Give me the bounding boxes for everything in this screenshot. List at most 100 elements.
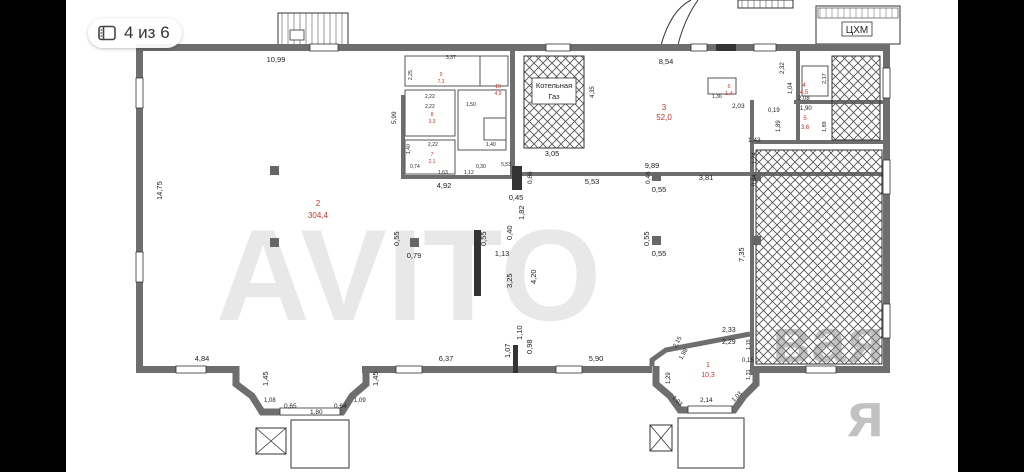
- room-2-id: 2: [316, 199, 321, 208]
- dim-label: 3,81: [699, 173, 714, 182]
- dim-label: 0,55: [652, 185, 667, 194]
- dim-label: 1,09: [354, 398, 366, 404]
- dim-label: 0,55: [479, 231, 488, 246]
- dim-label: 5,53: [501, 162, 511, 168]
- dim-label: 0,55: [392, 231, 401, 246]
- dim-label: 4,20: [529, 269, 538, 284]
- dim-label: 1,43: [748, 137, 761, 144]
- room-10-area: 4,9: [495, 91, 502, 97]
- dim-label: 4,92: [437, 181, 452, 190]
- dim-label: 1,45: [261, 371, 270, 386]
- room-2-area: 304,4: [308, 211, 329, 220]
- dim-label: 0,55: [642, 231, 651, 246]
- chxm-label: ЦХМ: [846, 25, 868, 36]
- dim-label: 3,05: [545, 149, 560, 158]
- floor-plan-drawing: AVITO: [135, 0, 901, 469]
- room-1-area: 10,3: [701, 372, 715, 379]
- dim-label: 5,99: [391, 111, 398, 124]
- bay-window-left: [232, 366, 370, 469]
- boiler-room-sub-label: Газ: [548, 92, 560, 101]
- room-7-area: 2,1: [429, 159, 436, 165]
- dim-label: 1,29: [666, 372, 672, 384]
- dim-label: 4,35: [590, 86, 596, 98]
- dim-label: 5,90: [589, 354, 604, 363]
- dim-label: 0,19: [768, 108, 780, 114]
- bay-window-right: [649, 331, 760, 469]
- dim-label: 2,22: [425, 104, 435, 110]
- dim-label: 6,37: [439, 354, 454, 363]
- floor-plan-image[interactable]: AVITO: [66, 0, 958, 472]
- dim-label: 0,46: [645, 171, 652, 184]
- dim-label: 14,75: [155, 181, 164, 200]
- dim-label: 0,74: [410, 164, 420, 170]
- dim-label: 1,45: [371, 371, 380, 386]
- room-9-area: 7,3: [438, 79, 445, 85]
- dim-label: 1,13: [495, 249, 510, 258]
- dim-label: 1,40: [486, 142, 496, 148]
- dim-label: 1,15: [746, 339, 752, 350]
- room-6-area: 1,4: [725, 91, 733, 97]
- small-rooms: [404, 55, 829, 175]
- dim-label: 2,03: [732, 103, 745, 110]
- dim-label: 2,33: [722, 327, 736, 334]
- dim-label: 1,10: [515, 325, 524, 340]
- room-5-area: 3,6: [801, 125, 810, 131]
- dim-label: 1,04: [788, 82, 794, 94]
- dim-label: 9,89: [645, 161, 660, 170]
- room-4-id: 4: [802, 83, 806, 89]
- dim-label: 1,12: [464, 170, 474, 176]
- room-10-id: 10: [495, 84, 501, 90]
- dim-label: 1,36: [712, 94, 722, 100]
- dim-label: 0,30: [476, 164, 486, 170]
- dim-label: 4,84: [195, 354, 210, 363]
- room-1-id: 1: [706, 362, 710, 369]
- dim-label: 2,22: [425, 94, 435, 100]
- dim-label: 0,45: [509, 193, 524, 202]
- dim-label: 2,32: [780, 62, 786, 74]
- top-right-exterior: ЦХМ: [660, 0, 901, 46]
- dim-label: 1,89: [822, 121, 828, 132]
- top-left-stair: [277, 12, 349, 46]
- dim-label: 1,90: [800, 106, 812, 112]
- dim-label: 1,50: [466, 102, 476, 108]
- dim-label: 1,82: [517, 205, 526, 220]
- boiler-room-label: Котельная: [536, 81, 572, 90]
- dim-label: 1,80: [310, 409, 323, 416]
- dim-label: 3,25: [505, 273, 514, 288]
- dimension-labels: 10,99 8,54 14,75 5,99 4,92 5,53 5,53 9,8…: [155, 55, 828, 416]
- dim-label: 2,15: [673, 335, 684, 349]
- room-labels: 2 304,4 3 52,0 1 10,3 4 4,5 5 3,6 6 1,4 …: [308, 72, 810, 379]
- dim-label: 1,63: [438, 170, 448, 176]
- room-8-area: 3,3: [429, 119, 436, 125]
- terrace-hatch: [755, 149, 883, 365]
- dim-label: 1,98: [679, 347, 690, 361]
- dim-label: 2,14: [700, 397, 713, 404]
- dim-label: 0,15: [742, 358, 754, 364]
- room-7-id: 7: [431, 152, 434, 158]
- dim-label: 1,40: [406, 144, 412, 154]
- shaft-hatch: [831, 55, 881, 141]
- dim-label: 3,37: [446, 55, 456, 61]
- room-6-id: 6: [727, 84, 730, 90]
- dim-label: 2,08: [798, 96, 810, 102]
- photo-counter-label: 4 из 6: [124, 23, 170, 42]
- dim-label: 2,17: [822, 73, 828, 84]
- background-watermark: AVITO: [216, 202, 601, 348]
- dim-label: 0,55: [652, 249, 667, 258]
- photo-counter[interactable]: 4 из 6: [88, 18, 182, 48]
- dim-label: 10,99: [267, 55, 286, 64]
- dim-label: 1,07: [503, 343, 512, 358]
- dim-label: 1,31: [746, 369, 752, 380]
- dim-label: 2,22: [428, 142, 438, 148]
- dim-label: 0,98: [525, 339, 534, 354]
- gallery-icon: [98, 25, 116, 41]
- dim-label: 1,24: [752, 152, 758, 164]
- dim-label: 2,25: [408, 70, 414, 80]
- dim-label: 0,64: [334, 403, 347, 410]
- room-9-id: 9: [440, 72, 443, 78]
- windows: [135, 43, 891, 374]
- room-4-area: 4,5: [800, 90, 809, 96]
- room-3-id: 3: [662, 103, 667, 112]
- dim-label: 1,08: [264, 398, 276, 404]
